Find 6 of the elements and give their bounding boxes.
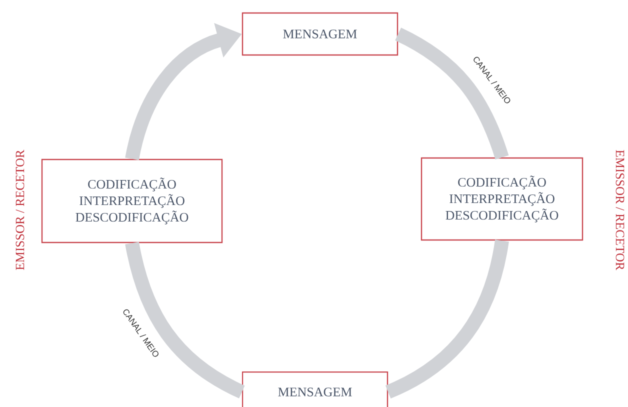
side-label: EMISSOR / RECETOR	[616, 150, 624, 270]
process-box: CODIFICAÇÃO INTERPRETAÇÃO DESCODIFICAÇÃO	[41, 158, 223, 244]
process-box: CODIFICAÇÃO INTERPRETAÇÃO DESCODIFICAÇÃO	[420, 157, 584, 241]
process-box: MENSAGEM	[242, 12, 398, 56]
side-label: EMISSOR / RECETOR	[16, 150, 24, 270]
process-box: MENSAGEM	[242, 371, 388, 407]
